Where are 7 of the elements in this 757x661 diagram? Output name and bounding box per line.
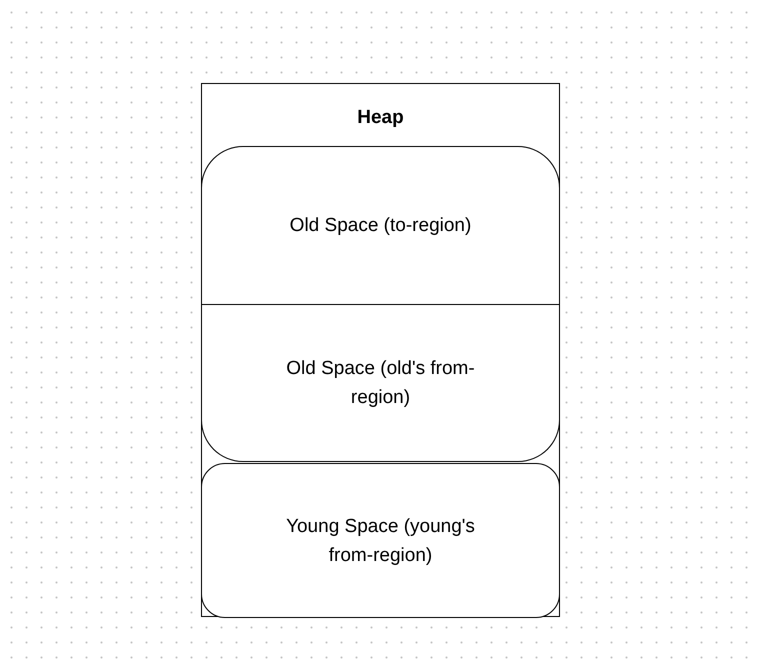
region-label: Young Space (young's from-region) [285,514,476,568]
region-label: Old Space (to-region) [290,214,472,238]
heap-title: Heap [356,106,405,130]
memory-region-box [201,146,560,305]
memory-region-box [201,463,560,618]
heap-container [201,83,560,617]
region-label: Old Space (old's from-region) [285,357,476,410]
